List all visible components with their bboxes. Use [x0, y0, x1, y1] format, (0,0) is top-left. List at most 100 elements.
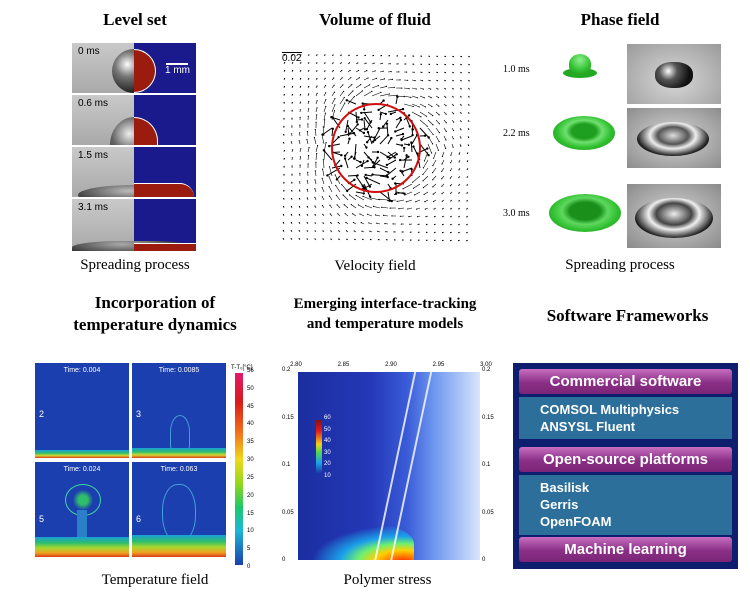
velocity-vector — [363, 175, 371, 187]
velocity-vector-head — [403, 192, 406, 195]
velocity-vector-head — [385, 231, 387, 233]
velocity-vector-head — [468, 120, 470, 122]
tick-label: 25 — [247, 474, 254, 481]
velocity-vector-head — [365, 141, 369, 144]
caption-phase-field: Spreading process — [565, 257, 675, 273]
velocity-vector-head — [353, 96, 355, 98]
velocity-vector-head — [460, 64, 462, 66]
velocity-vector-head — [430, 97, 432, 99]
velocity-vector-head — [425, 231, 428, 233]
velocity-vector-head — [364, 54, 366, 56]
velocity-vector-head — [367, 156, 370, 159]
velocity-vector-head — [450, 162, 452, 164]
velocity-vector-head — [409, 231, 411, 233]
velocity-vector-head — [426, 147, 429, 150]
velocity-vector — [435, 111, 440, 116]
velocity-vector-head — [350, 204, 352, 206]
velocity-vector-head — [393, 156, 396, 159]
velocity-vector-head — [334, 174, 336, 176]
velocity-vector-head — [328, 176, 330, 178]
velocity-vector-head — [324, 70, 326, 72]
velocity-vector — [315, 129, 317, 137]
velocity-vector-head — [424, 208, 426, 210]
velocity-vector-head — [314, 196, 316, 198]
velocity-vector-head — [458, 216, 460, 218]
velocity-vector-head — [372, 54, 375, 57]
velocity-vector-head — [282, 238, 284, 240]
velocity-vector — [341, 184, 349, 193]
velocity-vector-head — [360, 222, 362, 224]
velocity-vector-head — [376, 222, 378, 224]
temperature-panel-number-3: 6 — [136, 514, 142, 524]
open-source-header: Open-source platforms — [519, 447, 732, 472]
velocity-vector-head — [398, 71, 400, 73]
level-set-scale-label: 1 mm — [165, 65, 190, 76]
velocity-vector — [347, 124, 359, 137]
velocity-vector-head — [410, 96, 412, 98]
velocity-vector-head — [421, 71, 423, 73]
velocity-vector-head — [366, 159, 369, 163]
velocity-vector-head — [372, 161, 375, 164]
velocity-vector-head — [428, 71, 431, 74]
velocity-vector-head — [380, 55, 383, 57]
velocity-vector-head — [322, 238, 324, 240]
velocity-vector — [358, 204, 365, 209]
velocity-vector-head — [331, 127, 334, 130]
velocity-vector-head — [332, 54, 334, 56]
velocity-vector-head — [426, 125, 428, 127]
velocity-vector-head — [314, 214, 316, 216]
velocity-vector — [403, 87, 410, 89]
velocity-vector-head — [348, 54, 350, 56]
velocity-vector-head — [325, 105, 327, 107]
velocity-vector-head — [420, 63, 423, 65]
velocity-vector-head — [283, 109, 285, 112]
velocity-vector-head — [298, 222, 300, 224]
velocity-vector-head — [361, 230, 363, 232]
velocity-vector-head — [433, 216, 436, 218]
velocity-vector-head — [413, 63, 415, 65]
tick-label: 0.05 — [282, 509, 294, 516]
velocity-vector — [323, 99, 327, 105]
velocity-vector-head — [384, 223, 386, 225]
velocity-vector — [419, 95, 425, 99]
velocity-vector — [352, 213, 357, 217]
velocity-vector-head — [452, 104, 454, 106]
phase-field-photo-0 — [627, 44, 721, 104]
velocity-vector-head — [413, 71, 415, 73]
tick-label: 40 — [324, 438, 331, 445]
velocity-vector — [407, 207, 413, 210]
velocity-vector-head — [393, 86, 395, 88]
velocity-vector-head — [322, 168, 324, 170]
velocity-vector-head — [345, 99, 348, 102]
velocity-vector-head — [348, 194, 351, 196]
velocity-vector-head — [466, 160, 468, 162]
velocity-vector — [321, 178, 325, 185]
velocity-vector-head — [401, 239, 404, 241]
tick-label: 45 — [247, 403, 254, 410]
velocity-vector-head — [442, 224, 444, 226]
software-item: ANSYSL Fluent — [540, 419, 636, 434]
caption-temperature: Temperature field — [101, 572, 209, 588]
velocity-vector-head — [458, 184, 460, 186]
velocity-vector-head — [441, 178, 443, 180]
title-level-set: Level set — [103, 10, 167, 29]
velocity-vector-head — [468, 88, 470, 90]
velocity-vector-head — [431, 152, 433, 154]
software-item: OpenFOAM — [540, 514, 612, 529]
tick-label: 0.15 — [282, 414, 294, 421]
velocity-vector-head — [442, 232, 444, 234]
velocity-vector — [331, 91, 335, 97]
velocity-vector — [363, 91, 373, 97]
tick-label: 0 — [282, 557, 286, 563]
velocity-vector — [386, 123, 389, 137]
velocity-vector-head — [290, 238, 292, 240]
velocity-vector-head — [425, 115, 428, 117]
velocity-vector-head — [314, 188, 316, 190]
velocity-vector — [331, 128, 334, 137]
velocity-vector-head — [355, 194, 357, 196]
velocity-vector-head — [450, 216, 452, 218]
velocity-vector-head — [450, 224, 452, 226]
vof-scale-arrow — [282, 52, 302, 53]
velocity-vector-head — [298, 214, 300, 216]
velocity-vector-head — [412, 145, 415, 148]
